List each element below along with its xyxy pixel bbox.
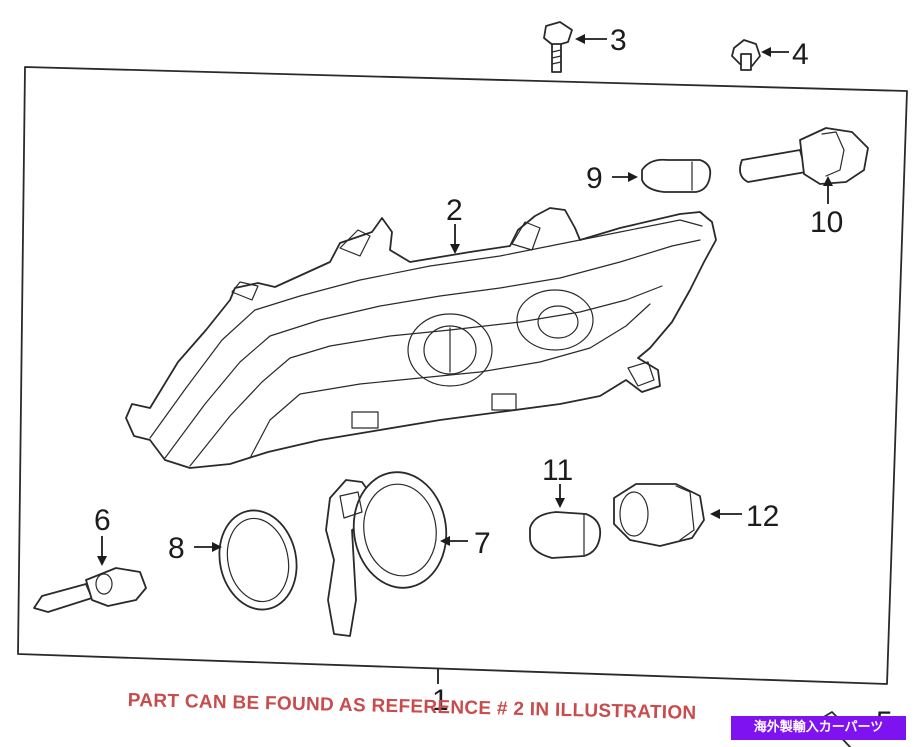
gasket-part-8 — [218, 509, 298, 611]
bulb-part-11 — [529, 511, 602, 559]
headlamp-assembly — [125, 207, 717, 469]
callout-3: 3 — [610, 24, 627, 57]
callout-8: 8 — [168, 532, 185, 565]
socket-part-12 — [613, 483, 705, 547]
callout-4: 4 — [792, 38, 809, 71]
bulb-part-9 — [641, 158, 712, 193]
callout-12: 12 — [746, 500, 779, 533]
callout-7: 7 — [474, 527, 491, 560]
callout-2: 2 — [446, 194, 463, 227]
callout-1: 1 — [432, 684, 449, 717]
ballast-cover-part-7 — [325, 471, 448, 637]
callout-10: 10 — [810, 206, 843, 239]
bulb-part-6 — [33, 567, 147, 613]
nut-part-4 — [731, 39, 761, 71]
callout-9: 9 — [586, 162, 603, 195]
diagram-frame — [17, 66, 908, 685]
bolt-part-3 — [543, 21, 573, 73]
callout-6: 6 — [94, 504, 111, 537]
watermark-badge: 海外製輸入カーパーツ — [731, 716, 906, 740]
bulb-socket-part-10 — [739, 127, 869, 185]
callout-11: 11 — [542, 454, 573, 487]
